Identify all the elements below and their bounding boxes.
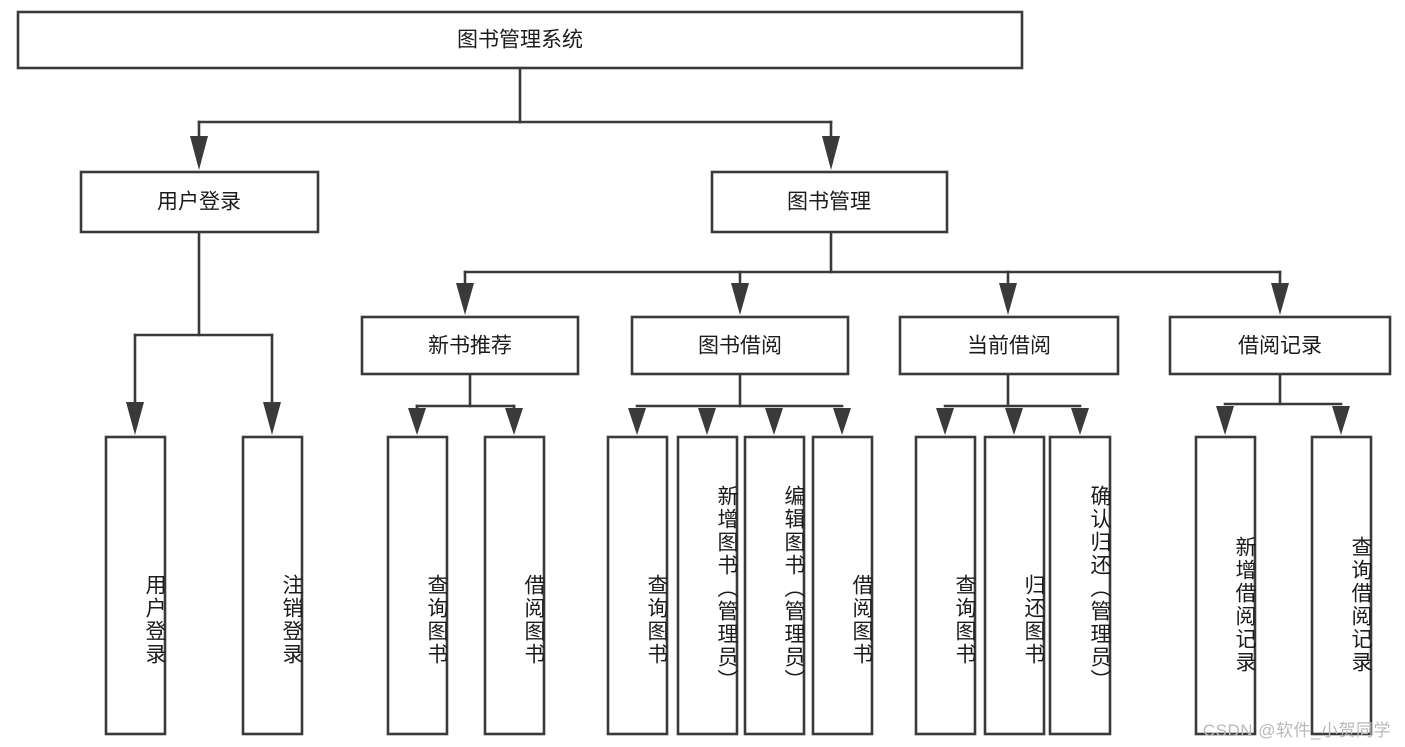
connector-user-login-to-leaves <box>126 230 281 435</box>
arrow-icon-leaf-query-book-2 <box>628 408 646 435</box>
arrow-icon-leaf-confirm-return <box>1071 408 1089 435</box>
node-book-manage-box[interactable] <box>710 170 949 234</box>
node-current-borrow-label: 当前借阅 <box>967 335 1051 358</box>
node-borrow-record-box[interactable] <box>1168 315 1392 376</box>
connector-borrow-record-to-leaves <box>1216 372 1350 435</box>
connector-book-manage-to-level3 <box>456 230 1289 315</box>
node-book-manage-label: 图书管理 <box>787 191 871 214</box>
node-leaf-query-record-box[interactable] <box>1310 435 1373 736</box>
arrow-icon-borrow-record <box>1271 283 1289 315</box>
arrow-icon-leaf-add-book <box>698 408 716 435</box>
node-leaf-query-book-1-box[interactable] <box>386 435 449 736</box>
node-user-login-label: 用户登录 <box>157 191 241 214</box>
arrow-icon-leaf-query-book-3 <box>936 408 954 435</box>
arrow-icon-leaf-query-record <box>1332 406 1350 435</box>
node-leaf-user-login-box[interactable] <box>104 435 167 736</box>
arrow-icon-new-book-recommend <box>456 283 474 315</box>
node-leaf-return-book-box[interactable] <box>983 435 1046 736</box>
arrow-icon-user-login <box>190 136 208 170</box>
connector-new-book-recommend-to-leaves <box>408 372 523 435</box>
node-new-book-recommend-box[interactable] <box>360 315 580 376</box>
node-book-borrow-box[interactable] <box>630 315 850 376</box>
node-new-book-recommend-label: 新书推荐 <box>428 335 512 358</box>
connector-root-to-level2 <box>190 66 840 170</box>
node-leaf-confirm-return-box[interactable] <box>1048 435 1112 736</box>
node-leaf-logout-box[interactable] <box>241 435 304 736</box>
node-new-book-recommend[interactable]: 新书推荐 <box>360 315 580 376</box>
node-leaf-borrow-book-1-box[interactable] <box>483 435 546 736</box>
arrow-icon-current-borrow <box>999 283 1017 315</box>
node-borrow-record[interactable]: 借阅记录 <box>1168 315 1392 376</box>
node-root-box[interactable] <box>16 10 1024 70</box>
arrow-icon-leaf-borrow-book-1 <box>505 408 523 435</box>
node-leaf-borrow-book-2-box[interactable] <box>811 435 874 736</box>
node-book-manage[interactable]: 图书管理 <box>710 170 949 234</box>
node-current-borrow[interactable]: 当前借阅 <box>898 315 1120 376</box>
node-leaf-add-book-box[interactable] <box>676 435 739 736</box>
node-root[interactable]: 图书管理系统 <box>16 10 1024 70</box>
node-user-login-box[interactable] <box>79 170 320 234</box>
arrow-icon-leaf-return-book <box>1005 408 1023 435</box>
csdn-watermark: CSDN @软件_小贺同学 <box>1202 721 1391 740</box>
node-leaf-add-record-box[interactable] <box>1194 435 1257 736</box>
connector-book-borrow-to-leaves <box>628 372 851 435</box>
arrow-icon-book-manage <box>822 136 840 170</box>
node-book-borrow-label: 图书借阅 <box>698 335 782 358</box>
node-root-label: 图书管理系统 <box>457 29 583 52</box>
arrow-icon-leaf-edit-book <box>765 408 783 435</box>
arrow-icon-leaf-user-login <box>126 402 144 435</box>
arrow-icon-leaf-query-book-1 <box>408 408 426 435</box>
node-current-borrow-box[interactable] <box>898 315 1120 376</box>
node-book-borrow[interactable]: 图书借阅 <box>630 315 850 376</box>
leaf-boxes <box>104 435 1373 736</box>
node-leaf-query-book-2-box[interactable] <box>606 435 669 736</box>
node-leaf-edit-book-box[interactable] <box>743 435 806 736</box>
node-user-login[interactable]: 用户登录 <box>79 170 320 234</box>
node-borrow-record-label: 借阅记录 <box>1238 335 1322 358</box>
arrow-icon-book-borrow <box>731 283 749 315</box>
arrow-icon-leaf-logout <box>263 402 281 435</box>
arrow-icon-leaf-borrow-book-2 <box>833 408 851 435</box>
connector-current-borrow-to-leaves <box>936 372 1089 435</box>
arrow-icon-leaf-add-record <box>1216 406 1234 435</box>
node-leaf-query-book-3-box[interactable] <box>914 435 977 736</box>
